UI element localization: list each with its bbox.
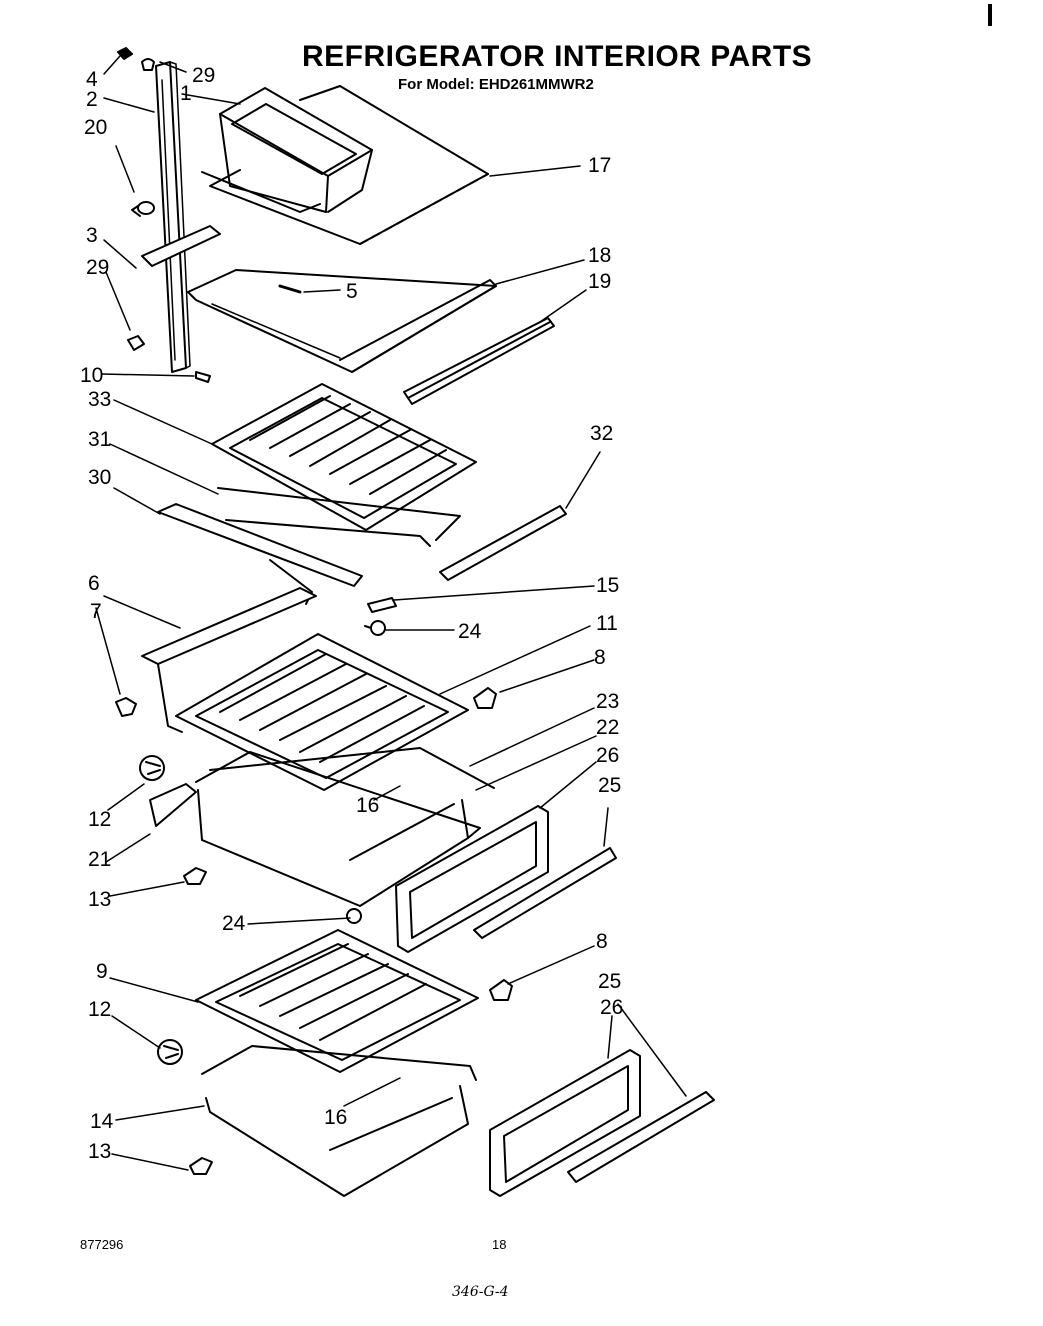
cam-fastener-part — [131, 201, 155, 217]
leader-lines — [95, 55, 687, 1171]
callout-number: 30 — [88, 466, 111, 489]
callout-number: 8 — [594, 646, 606, 669]
lower-drawer-front-part — [489, 1049, 641, 1197]
shelf-support-part — [367, 597, 397, 613]
callout-number: 29 — [86, 256, 109, 279]
shelf-bracket-part — [115, 697, 137, 717]
shelf-rail-part — [155, 61, 191, 373]
callout-number: 1 — [180, 82, 192, 105]
page-edge-mark — [988, 4, 992, 26]
callout-number: 25 — [598, 970, 621, 993]
callout-number: 12 — [88, 808, 111, 831]
slide-stop-part — [364, 620, 386, 636]
callout-number: 21 — [88, 848, 111, 871]
callout-number: 31 — [88, 428, 111, 451]
page-title: REFRIGERATOR INTERIOR PARTS — [302, 40, 813, 73]
callout-number: 16 — [356, 794, 379, 817]
callout-number: 24 — [222, 912, 246, 935]
callout-number: 32 — [590, 422, 613, 445]
crisper-shelf-part — [141, 587, 469, 791]
callout-number: 20 — [84, 116, 107, 139]
callout-number: 16 — [324, 1106, 347, 1129]
callout-number: 3 — [86, 224, 98, 247]
model-subtitle: For Model: EHD261MMWR2 — [398, 76, 594, 93]
callout-number: 26 — [596, 744, 619, 767]
dairy-bin-part — [201, 87, 373, 213]
callout-number: 2 — [86, 88, 98, 111]
callout-number: 29 — [192, 64, 215, 87]
hinge-pin-part — [195, 371, 211, 383]
callout-number: 6 — [88, 572, 100, 595]
callout-number: 4 — [86, 68, 98, 91]
crisper-frame-part — [157, 487, 461, 605]
crisper-drawer-front-part — [395, 805, 549, 953]
crisper-cover-part — [211, 383, 477, 531]
handwritten-note: 346-G-4 — [452, 1284, 509, 1300]
rail-screw-part — [117, 47, 155, 71]
callout-number: 22 — [596, 716, 619, 739]
pan-support-part-lower — [157, 1039, 183, 1065]
callout-number: 7 — [90, 600, 102, 623]
pan-slide-part-lower — [189, 1157, 213, 1175]
callout-number: 13 — [88, 1140, 111, 1163]
callout-number: 24 — [458, 620, 482, 643]
upper-crisper-pan-part — [149, 747, 495, 907]
pan-support-part — [139, 755, 165, 781]
cover-trim-part — [439, 505, 567, 581]
lower-drawer-trim-part — [567, 1091, 715, 1183]
callout-number: 33 — [88, 388, 111, 411]
drawer-trim-part — [473, 847, 617, 939]
shelf-cam-part-lower — [489, 979, 513, 1001]
callout-number: 5 — [346, 280, 358, 303]
callout-number: 8 — [596, 930, 608, 953]
slide-stop-part-lower — [346, 908, 362, 924]
shelf-trim-part — [403, 317, 555, 405]
document-number: 877296 — [80, 1237, 124, 1252]
top-glass-shelf-part — [209, 85, 489, 245]
callout-number: 17 — [588, 154, 611, 177]
callout-number: 26 — [600, 996, 623, 1019]
callout-number: 9 — [96, 960, 108, 983]
callout-number: 19 — [588, 270, 611, 293]
callout-number: 23 — [596, 690, 619, 713]
lower-crisper-shelf-part — [195, 929, 479, 1073]
callout-number: 15 — [596, 574, 619, 597]
callout-number: 10 — [80, 364, 103, 387]
page-number: 18 — [492, 1237, 507, 1252]
shelf-cam-part — [473, 687, 497, 709]
callout-number: 12 — [88, 998, 111, 1021]
callout-number: 18 — [588, 244, 611, 267]
callout-number: 13 — [88, 888, 111, 911]
lower-crisper-pan-part — [201, 1045, 477, 1197]
callout-number: 11 — [596, 612, 618, 635]
pan-slide-part — [183, 867, 207, 885]
callout-number: 25 — [598, 774, 621, 797]
bracket-clip-part — [127, 335, 145, 351]
callout-number: 14 — [90, 1110, 114, 1133]
shelf-frame-part — [141, 225, 497, 373]
